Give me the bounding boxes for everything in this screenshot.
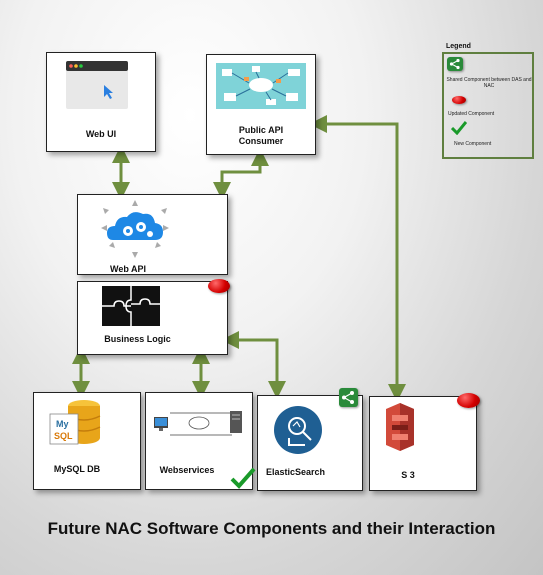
arrow-webapi-publicapi <box>213 148 269 200</box>
business-logic-label: Business Logic <box>104 334 171 344</box>
web-api-label: Web API <box>109 264 146 274</box>
checkmark-icon <box>450 121 468 140</box>
elasticsearch-box[interactable]: ElasticSearch <box>257 388 363 491</box>
api-network-icon <box>216 63 306 114</box>
arrow-bl-elastic <box>221 331 286 399</box>
web-ui-label: Web UI <box>85 129 117 139</box>
s3-bucket-icon <box>378 401 422 458</box>
web-api-box[interactable]: Web API <box>77 194 228 275</box>
share-icon <box>339 388 358 407</box>
public-api-consumer-box[interactable]: Public API Consumer <box>206 54 316 155</box>
diagram-title: Future NAC Software Components and their… <box>47 519 496 538</box>
legend-updated-text: Updated Component <box>448 111 495 117</box>
elasticsearch-icon <box>273 405 323 460</box>
webservices-box[interactable]: Webservices <box>145 392 256 490</box>
mysql-db-box[interactable]: My SQL MySQL DB <box>33 392 141 490</box>
svg-text:SQL: SQL <box>54 431 73 441</box>
update-badge-icon <box>452 96 466 104</box>
s3-label: S 3 <box>401 470 415 480</box>
mysql-database-icon: My SQL <box>48 398 104 455</box>
client-server-icon <box>152 401 246 454</box>
legend-shared-text: Shared Component between DAS and NAC <box>446 77 532 89</box>
public-api-consumer-label-1: Public API <box>238 125 284 135</box>
update-badge-icon <box>208 279 230 293</box>
legend-box <box>442 52 534 159</box>
cloud-gears-icon <box>95 200 175 263</box>
legend-new-text: New Component <box>454 141 492 147</box>
legend-title: Legend <box>446 43 471 50</box>
puzzle-icon <box>102 286 160 331</box>
business-logic-box[interactable]: Business Logic <box>77 279 230 355</box>
share-icon <box>447 57 463 71</box>
elasticsearch-label: ElasticSearch <box>265 467 326 477</box>
public-api-consumer-label-2: Consumer <box>238 136 284 146</box>
webservices-label: Webservices <box>159 465 215 475</box>
arrow-publicapi-s3 <box>309 115 406 402</box>
browser-window-icon <box>66 61 128 114</box>
checkmark-icon <box>230 467 256 494</box>
web-ui-box[interactable]: Web UI <box>46 52 156 152</box>
s3-box[interactable]: S 3 <box>369 393 480 491</box>
update-badge-icon <box>457 393 480 408</box>
mysql-db-label: MySQL DB <box>53 464 101 474</box>
svg-text:My: My <box>56 419 69 429</box>
